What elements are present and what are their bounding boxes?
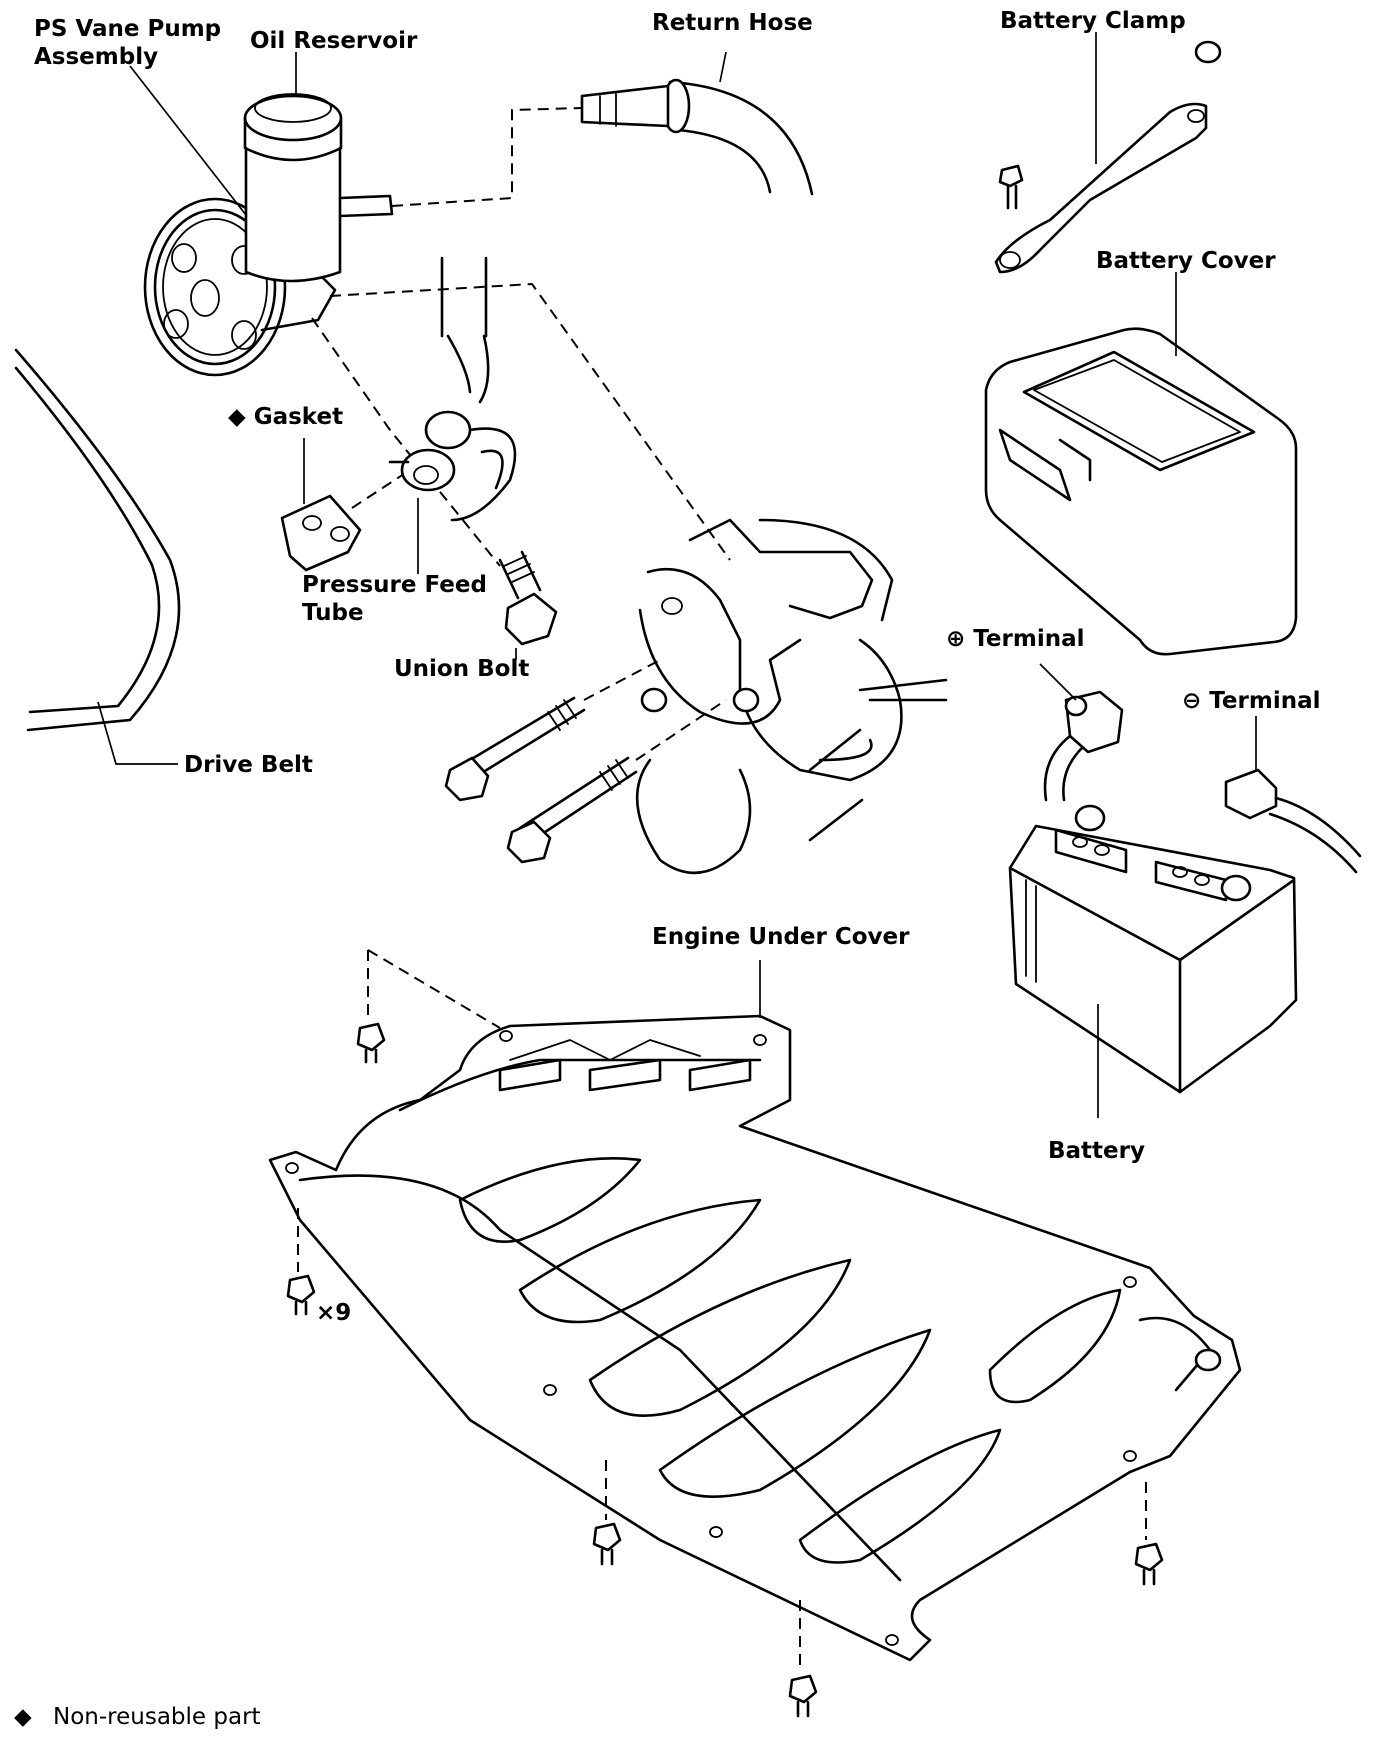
legend-text: Non-reusable part <box>53 1704 261 1730</box>
gasket-label: ◆ Gasket <box>228 404 343 431</box>
drive-belt-label: Drive Belt <box>184 752 313 778</box>
non-reusable-icon: ◆ <box>228 404 246 430</box>
ps-vane-pump-label-line1: PS Vane Pump <box>34 16 222 42</box>
minus-icon: ⊖ <box>1182 688 1202 714</box>
plus-icon: ⊕ <box>946 626 966 652</box>
return-hose-drawing <box>580 51 814 196</box>
plus-terminal-label: ⊕ Terminal <box>946 626 1085 653</box>
return-hose-label: Return Hose <box>652 10 813 36</box>
bolt-quantity-label: ×9 <box>316 1300 352 1326</box>
minus-terminal-label: ⊖ Terminal <box>1182 688 1321 715</box>
battery-cover-drawing <box>984 272 1298 656</box>
gasket-drawing <box>280 438 362 572</box>
pump-bracket-dashed-path <box>329 282 731 561</box>
ps-vane-pump-drawing <box>129 52 394 377</box>
engine-under-cover-drawing <box>268 960 1242 1662</box>
pressure-feed-tube-label-line1: Pressure Feed <box>302 572 487 598</box>
legend: ◆ Non-reusable part <box>14 1704 261 1731</box>
battery-clamp-label: Battery Clamp <box>1000 8 1186 34</box>
pressure-feed-tube-drawing <box>388 256 517 574</box>
gasket-label-text: Gasket <box>253 404 344 430</box>
under-cover-bolts-drawing <box>286 949 1164 1718</box>
battery-drawing <box>1008 804 1298 1118</box>
oil-reservoir-label: Oil Reservoir <box>250 28 418 54</box>
union-bolt-drawing <box>498 550 558 660</box>
gasket-dashed-path <box>311 317 501 567</box>
engine-block-drawing <box>444 518 948 875</box>
plus-terminal-label-text: Terminal <box>973 626 1085 652</box>
battery-cover-label: Battery Cover <box>1096 248 1276 274</box>
legend-non-reusable-icon: ◆ <box>14 1704 32 1730</box>
battery-label: Battery <box>1048 1138 1145 1164</box>
union-bolt-label: Union Bolt <box>394 656 530 682</box>
engine-under-cover-label: Engine Under Cover <box>652 924 910 950</box>
ps-vane-pump-label-line2: Assembly <box>34 44 159 70</box>
battery-clamp-drawing <box>994 32 1222 274</box>
pressure-feed-tube-label-line2: Tube <box>302 600 364 626</box>
terminals-drawing <box>1039 663 1362 874</box>
drive-belt-drawing <box>14 348 181 765</box>
gasket-to-tube-dashed-path <box>351 469 411 509</box>
minus-terminal-label-text: Terminal <box>1209 688 1321 714</box>
return-hose-dashed-path <box>391 107 583 207</box>
